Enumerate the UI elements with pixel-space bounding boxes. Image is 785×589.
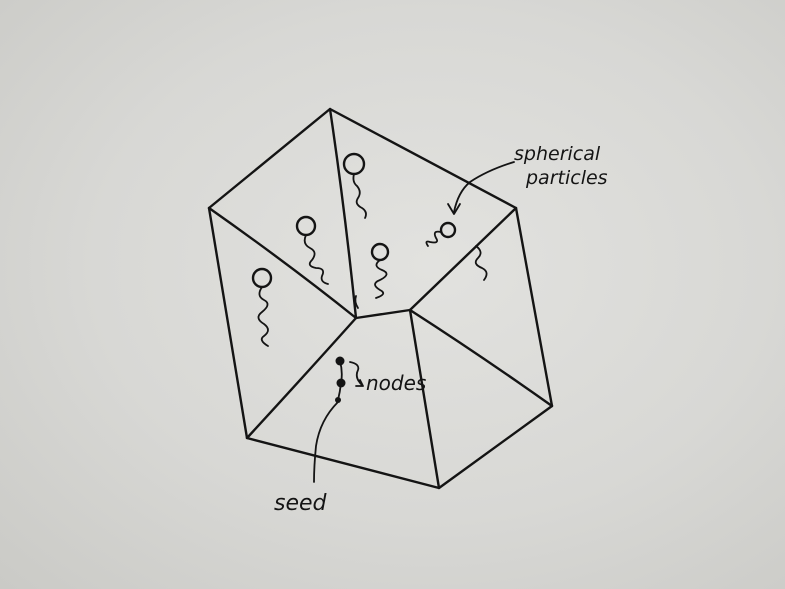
- particles-pointer-line: [453, 161, 515, 213]
- particle-trail-small: [354, 295, 359, 309]
- particle-sphere: [295, 215, 317, 237]
- edge-center-to-right: [408, 308, 554, 408]
- particle-6-trail: [474, 245, 488, 281]
- edge-left-to-center: [207, 206, 358, 320]
- label-particles-line1: spherical: [514, 143, 601, 165]
- edge-center-to-lowerleft: [245, 316, 358, 440]
- edge-inner-corner: [354, 308, 412, 320]
- edge-top-to-center: [328, 107, 358, 320]
- label-particles-line2: particles: [525, 167, 608, 189]
- node-chain: [337, 360, 343, 401]
- nodes-bracket-arrow: [349, 361, 364, 387]
- edge-center-to-bottom: [408, 308, 441, 490]
- particle-4: [251, 267, 273, 347]
- label-nodes: nodes: [366, 371, 426, 395]
- particle-sphere: [370, 242, 390, 262]
- particle-sphere: [439, 221, 457, 239]
- particle-1: [342, 152, 367, 219]
- seed-pointer-line: [313, 401, 339, 483]
- label-seed: seed: [274, 491, 328, 516]
- particles-pointer-arrow-head: [447, 203, 461, 215]
- particle-sphere: [342, 152, 366, 176]
- edge-right-to-center: [408, 206, 518, 312]
- particle-3: [370, 242, 390, 299]
- particle-5: [425, 221, 457, 247]
- particle-2: [295, 215, 329, 285]
- particle-sphere: [251, 267, 273, 289]
